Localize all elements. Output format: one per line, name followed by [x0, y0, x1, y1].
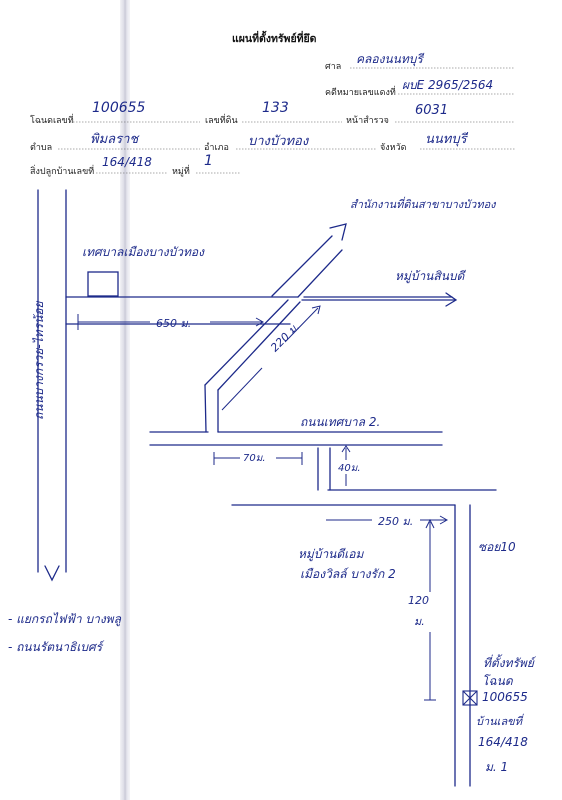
soi10-label: ซอย10 [478, 540, 516, 554]
moo-value: 1 [204, 153, 213, 169]
main-road-label: ถนนบางกรวย-ไทรน้อย [32, 301, 46, 420]
survey-value: 6031 [415, 103, 449, 118]
binding-strip [120, 0, 130, 800]
diagonal-lower-edge [297, 249, 343, 298]
village-road-arrow [445, 292, 458, 307]
village-bottom-line2: เมืองวิลล์ บางรัก 2 [300, 567, 396, 581]
province-value: นนทบุรี [425, 132, 467, 147]
form-underlines [58, 67, 515, 174]
district-value: บางบัวทอง [248, 134, 309, 149]
connector-left-vertical [204, 384, 207, 433]
court-value: คลองนนทบุรี [356, 52, 423, 66]
land-office-direction-label: สำนักงานที่ดินสาขาบางบัวทอง [350, 198, 496, 211]
office-direction-arrow [329, 223, 347, 241]
dimension-lines [77, 305, 449, 701]
village-bottom-line1: หมู่บ้านดีเอม [298, 547, 364, 561]
district-label: อำเภอ [204, 143, 229, 153]
court-label: ศาล [325, 62, 342, 72]
deed-label: โฉนดเลขที่ [30, 116, 74, 126]
municipality-office-label: เทศบาลเมืองบางบัวทอง [82, 245, 204, 259]
property-label-3: 100655 [482, 690, 528, 704]
property-label-4: บ้านเลขที่ [476, 715, 522, 728]
province-label: จังหวัด [380, 143, 407, 153]
deed-value: 100655 [92, 100, 146, 116]
roads [37, 189, 497, 787]
connector-left-edge [204, 299, 289, 386]
municipality-building [87, 271, 119, 297]
distance-120-unit: ม. [414, 615, 425, 628]
property-marker [462, 690, 478, 706]
land-number-label: เลขที่ดิน [205, 116, 238, 126]
distance-70-label: 70ม. [243, 453, 266, 464]
survey-label: หน้าสำรวจ [346, 116, 389, 126]
subdistrict-label: ตำบล [30, 143, 53, 153]
property-label-1: ที่ตั้งทรัพย์ [483, 656, 534, 670]
subdistrict-value: พิมลราช [90, 132, 139, 147]
distance-250-label: 250 ม. [378, 515, 414, 528]
diagonal-upper-edge [271, 235, 333, 297]
document-title: แผนที่ตั้งทรัพย์ที่ยึด [232, 33, 317, 45]
house-number-value: 164/418 [102, 155, 152, 169]
distance-40-label: 40ม. [338, 463, 361, 474]
connector-right-edge [217, 301, 301, 391]
moo-label: หมู่ที่ [172, 167, 190, 177]
distance-650-label: 650 ม. [156, 317, 192, 330]
tessaban2-road-label: ถนนเทศบาล 2. [300, 415, 381, 429]
note-line-1: - แยกรถไฟฟ้า บางพลู [8, 612, 121, 626]
main-road-down-arrow [44, 565, 60, 582]
note-line-2: - ถนนรัตนาธิเบศร์ [8, 640, 103, 654]
case-number-value: ผบE 2965/2564 [402, 78, 494, 92]
land-number-value: 133 [262, 100, 289, 116]
case-number-label: คดีหมายเลขแดงที่ [325, 88, 396, 98]
house-number-label: สิ่งปลูกบ้านเลขที่ [30, 167, 95, 177]
village-top-label: หมู่บ้านสินบดี [395, 269, 465, 283]
property-label-2: โฉนด [482, 674, 513, 688]
distance-120-number: 120 [408, 594, 429, 607]
property-label-5: 164/418 [478, 735, 528, 749]
property-label-6: ม. 1 [485, 760, 509, 774]
